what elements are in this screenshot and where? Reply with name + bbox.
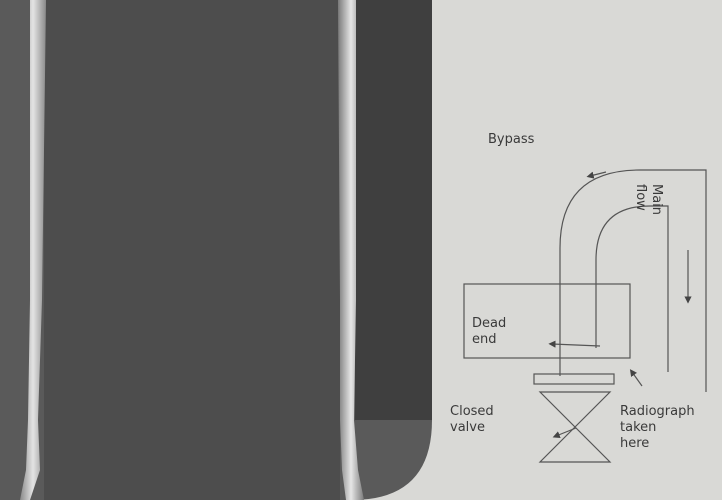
valve-body	[540, 392, 610, 462]
main-flow-label: Main flow	[632, 184, 664, 242]
radiograph-pointer	[632, 372, 642, 386]
radiograph-location-label: Radiograph taken here	[620, 404, 695, 452]
film-edge-band	[355, 0, 432, 420]
closed-valve-label: Closed valve	[450, 404, 494, 436]
bypass-label: Bypass	[488, 132, 534, 148]
valve-arrow	[556, 428, 576, 436]
valve-flange	[534, 374, 614, 384]
film-inner-shade	[44, 0, 340, 500]
dead-end-label: Dead end	[472, 316, 506, 348]
dead-end-arrow	[552, 344, 600, 346]
